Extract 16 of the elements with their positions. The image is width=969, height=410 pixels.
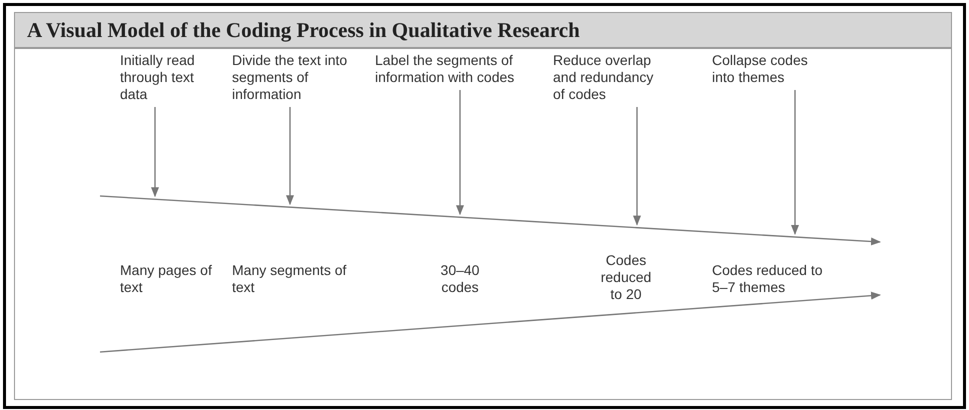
step-text: Divide the text into segments of information [232,52,352,103]
arrow [633,107,641,226]
stage-label: Many pages of text [120,262,213,296]
step-text: Collapse codes into themes [712,52,832,86]
stage-label: 30–40 codes [440,262,480,296]
arrow [791,90,799,235]
stage-label: Codes reduced to 20 [600,252,652,303]
step-text: Label the segments of information with codes [375,52,525,86]
diagram-title: A Visual Model of the Coding Process in Qualitative Research [27,18,580,43]
arrow [286,107,294,206]
arrow [151,107,159,198]
arrow [456,90,464,216]
stage-label: Codes reduced to 5–7 themes [712,262,824,296]
stage-label: Many segments of text [232,262,348,296]
step-text: Initially read through text data [120,52,220,103]
step-text: Reduce overlap and redundancy of codes [553,52,668,103]
